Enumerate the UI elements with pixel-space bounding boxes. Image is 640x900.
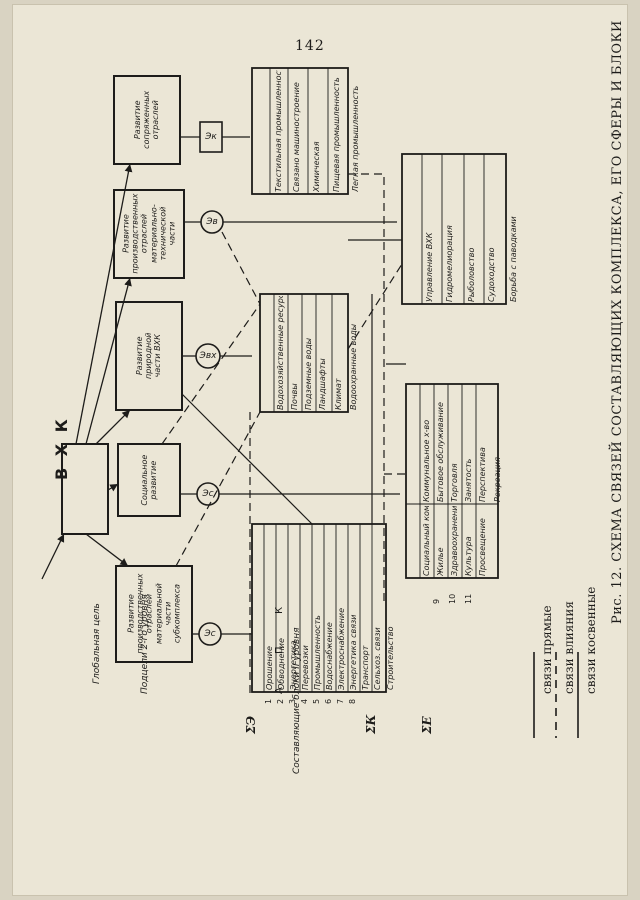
subgoal-box-4 — [113, 189, 185, 279]
sigma-k-label: ΣК — [364, 714, 378, 734]
water-block-frame — [401, 153, 507, 305]
water-item: Судоходство — [486, 247, 496, 302]
natural-item: Ландшафты — [317, 358, 327, 410]
water-item: Гидромелиорация — [444, 225, 454, 302]
axis-number: 10 — [448, 593, 457, 604]
natural-item: Почвы — [289, 383, 299, 410]
water-item: Борьба с паводками — [508, 216, 518, 302]
production-item: Перевозки — [300, 645, 310, 690]
social-item: Перспектива — [477, 447, 487, 502]
subgoal-label-3: Развитие природной части ВХК — [135, 332, 163, 380]
axis-number: 6 — [324, 698, 333, 704]
natural-block-frame — [259, 293, 349, 413]
subgoal-box-5 — [113, 75, 181, 165]
production-item: Электроснабжение — [336, 607, 346, 690]
natural-item: Водоохранные воды — [348, 323, 358, 410]
water-item: Управление ВХК — [424, 232, 434, 302]
natural-item: Водохозяйственные ресурсы — [275, 296, 285, 410]
natural-item: Климат — [333, 378, 343, 410]
social-item: Культура — [463, 536, 473, 576]
effect-label-2: Эс — [202, 488, 214, 499]
social-item: Здравоохранение — [449, 506, 459, 576]
natural-item: Подземные воды — [303, 337, 313, 410]
main-node-label: В Х К — [52, 416, 72, 480]
global-goal-label: Глобальная цель — [92, 603, 102, 684]
group-letter-k: К — [274, 606, 285, 614]
social-item: Рекреация — [492, 457, 502, 502]
production-block-frame — [251, 523, 387, 693]
social-item: Торговля — [449, 463, 459, 502]
axis-number: 11 — [464, 593, 473, 604]
related-item: Пищевая промышленность — [331, 77, 341, 192]
subgoal-label-2: Социальное развитие — [139, 454, 158, 506]
legend-dotted-label: связи косвенные — [584, 586, 598, 694]
sigma-e-label: ΣЭ — [244, 715, 258, 734]
subgoal-label-1: Развитие производственных отраслей матер… — [126, 573, 182, 655]
production-item: Промышленность — [312, 615, 322, 690]
subgoal-label-4: Развитие производственных отраслей матер… — [121, 193, 177, 275]
related-item: Химическая — [311, 141, 321, 192]
production-item: Сельхоз. связи — [372, 627, 382, 690]
axis-number: 3 — [288, 698, 297, 704]
axis-number: 7 — [336, 698, 345, 704]
effect-label-3: Эвх — [199, 350, 217, 361]
effect-label-1: Эс — [204, 628, 216, 639]
subgoal-box-2 — [117, 443, 181, 517]
sigma-e2-label: ΣЕ — [420, 716, 434, 734]
legend-dashed-label: связи влияния — [562, 601, 576, 694]
production-item: Энергетика связи — [348, 614, 358, 690]
diagram-canvas — [41, 67, 579, 738]
page-number: 142 — [295, 38, 325, 54]
social-item: Коммунальное х-во — [421, 419, 431, 502]
axis-number: 8 — [348, 698, 357, 704]
axis-number: 4 — [300, 698, 309, 704]
production-item: Водоснабжение — [324, 622, 334, 690]
group-letter-a: А — [274, 687, 285, 694]
axis-number: 1 — [264, 698, 273, 704]
axis-number: 5 — [312, 698, 321, 704]
group-letter-p: П — [274, 646, 285, 654]
social-group-label: Социальный комплекс — [421, 506, 431, 576]
social-item: Бытовое обслуживание — [435, 402, 445, 502]
social-item: Просвещение — [477, 518, 487, 576]
related-item: Легкая промышленность — [350, 85, 360, 192]
legend-solid-label: связи прямые — [540, 605, 554, 694]
effect-label-5: Эк — [205, 131, 217, 142]
production-item: Транспорт — [360, 645, 370, 690]
production-item: Строительство — [385, 626, 395, 691]
social-item: Жилье — [435, 547, 445, 576]
related-item: Текстильная промышленность — [273, 70, 283, 192]
main-node-box — [61, 443, 109, 535]
related-block-frame — [251, 67, 349, 195]
book-page: 1 4 2 — [12, 4, 628, 896]
subgoal-box-1 — [115, 565, 193, 663]
social-item: Занятость — [463, 458, 473, 502]
water-item: Рыболовство — [466, 247, 476, 302]
related-item: Связано машиностроение — [291, 82, 301, 192]
production-item: Энергетика — [288, 640, 298, 690]
social-block-frame — [405, 383, 499, 579]
axis-number: 9 — [432, 598, 441, 604]
effect-label-4: Эв — [206, 216, 218, 227]
figure-caption: Рис. 12. СХЕМА СВЯЗЕЙ СОСТАВЛЯЮЩИХ КОМПЛ… — [610, 20, 625, 624]
axis-number: 2 — [276, 698, 285, 704]
subgoal-label-5: Развитие сопряженных отраслей — [133, 90, 161, 150]
